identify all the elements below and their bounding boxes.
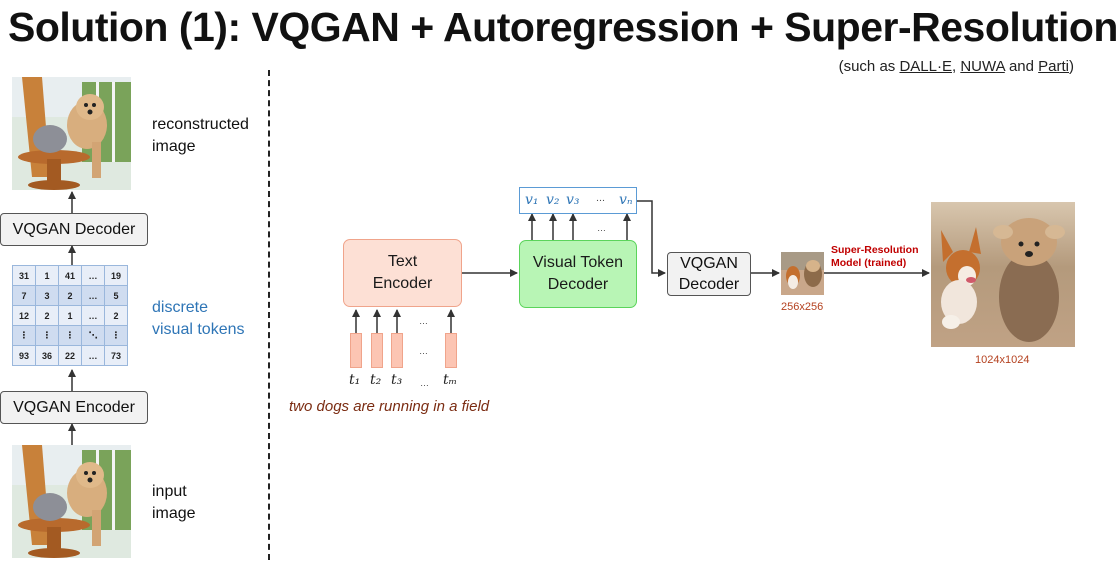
vqgan-encoder-box: VQGAN Encoder: [0, 391, 148, 424]
token-grid-cell: ⋱: [81, 325, 105, 346]
ellipsis: …: [597, 223, 606, 233]
vqgan-decoder-box-left: VQGAN Decoder: [0, 213, 148, 246]
label-line: image: [152, 138, 196, 155]
generated-image-256: [781, 252, 824, 295]
token-grid-cell: 41: [58, 265, 82, 286]
small-image-caption: 256x256: [781, 301, 824, 313]
super-resolution-label: Super-Resolution Model (trained): [831, 244, 919, 270]
text-token-bar: [371, 333, 383, 368]
token-grid-cell: ⋮: [104, 325, 128, 346]
vqgan-decoder-label: Decoder: [678, 276, 740, 293]
text-token-t3: t₃: [391, 372, 403, 388]
token-grid-cell: 12: [12, 305, 36, 326]
vtd-label: Visual Token: [532, 254, 624, 271]
token-grid-cell: 7: [12, 285, 36, 306]
token-grid-cell: ⋮: [58, 325, 82, 346]
token-grid-cell: …: [81, 305, 105, 326]
link-nuwa[interactable]: NUWA: [960, 58, 1005, 75]
visual-token-vn: vₙ: [619, 192, 633, 208]
token-grid-cell: 36: [35, 345, 59, 366]
link-dalle[interactable]: DALL·E: [899, 58, 952, 75]
subtitle-suffix: ): [1069, 58, 1074, 75]
large-image-caption: 1024x1024: [975, 354, 1030, 366]
visual-token-v3: v₃: [566, 192, 580, 208]
vtd-label: Decoder: [547, 276, 609, 293]
label-line: reconstructed: [152, 116, 249, 133]
label-line: input: [152, 483, 187, 500]
reconstructed-image-label: reconstructed image: [152, 114, 249, 158]
visual-token-ellipsis: …: [596, 194, 605, 204]
sr-label-line: Model (trained): [831, 257, 907, 269]
text-encoder-label: Text: [387, 253, 418, 270]
reconstructed-image: [12, 77, 131, 190]
subtitle-sep: ,: [951, 58, 961, 75]
text-token-t1: t₁: [349, 372, 361, 388]
token-grid-cell: 93: [12, 345, 36, 366]
label-line: image: [152, 505, 196, 522]
token-grid-row: ⋮⋮⋮⋱⋮: [12, 325, 128, 346]
arrow-tokens-to-vqgan: [637, 200, 666, 277]
input-image: [12, 445, 131, 558]
vqgan-decoder-box-right: VQGAN Decoder: [667, 252, 751, 296]
label-line: discrete: [152, 299, 209, 316]
token-grid-cell: 2: [35, 305, 59, 326]
text-encoder-label: Encoder: [372, 275, 433, 292]
ellipsis: …: [419, 316, 428, 326]
text-prompt: two dogs are running in a field: [289, 398, 490, 415]
token-grid-cell: 1: [58, 305, 82, 326]
token-grid-cell: 19: [104, 265, 128, 286]
token-grid-cell: 73: [104, 345, 128, 366]
token-grid-cell: 2: [104, 305, 128, 326]
token-grid-cell: 31: [12, 265, 36, 286]
token-grid-cell: 2: [58, 285, 82, 306]
visual-token-decoder-box: Visual Token Decoder: [519, 240, 637, 308]
label-line: visual tokens: [152, 321, 245, 338]
link-parti[interactable]: Parti: [1038, 58, 1069, 75]
text-encoder-box: Text Encoder: [343, 239, 462, 307]
text-token-ellipsis: …: [420, 378, 429, 388]
text-token-bar: [445, 333, 457, 368]
vqgan-decoder-label: VQGAN Decoder: [12, 220, 136, 238]
sr-label-line: Super-Resolution: [831, 244, 919, 256]
visual-token-v1: v₁: [525, 192, 539, 208]
token-grid-cell: ⋮: [35, 325, 59, 346]
ellipsis: …: [419, 346, 428, 356]
vqgan-decoder-label: VQGAN: [680, 255, 738, 272]
token-grid-cell: 1: [35, 265, 59, 286]
token-grid-cell: 3: [35, 285, 59, 306]
token-grid-cell: …: [81, 345, 105, 366]
text-token-bar: [350, 333, 362, 368]
token-grid-cell: 5: [104, 285, 128, 306]
text-token-t2: t₂: [370, 372, 382, 388]
panel-divider: [268, 70, 270, 560]
discrete-tokens-label: discrete visual tokens: [152, 297, 245, 341]
generated-image-1024: [931, 202, 1075, 347]
token-grid-cell: ⋮: [12, 325, 36, 346]
token-grid-cell: …: [81, 265, 105, 286]
input-image-label: input image: [152, 481, 196, 525]
token-grid-cell: 22: [58, 345, 82, 366]
text-token-bar: [391, 333, 403, 368]
subtitle-sep: and: [1004, 58, 1039, 75]
vqgan-encoder-label: VQGAN Encoder: [13, 398, 135, 416]
token-grid-cell: …: [81, 285, 105, 306]
slide-title: Solution (1): VQGAN + Autoregression + S…: [8, 4, 1118, 50]
visual-token-sequence: v₁ v₂ v₃ … vₙ: [519, 187, 637, 214]
visual-token-v2: v₂: [546, 192, 560, 208]
text-token-tm: tₘ: [443, 372, 458, 388]
subtitle: (such as DALL·E, NUWA and Parti): [839, 58, 1074, 75]
subtitle-prefix: (such as: [838, 58, 900, 75]
